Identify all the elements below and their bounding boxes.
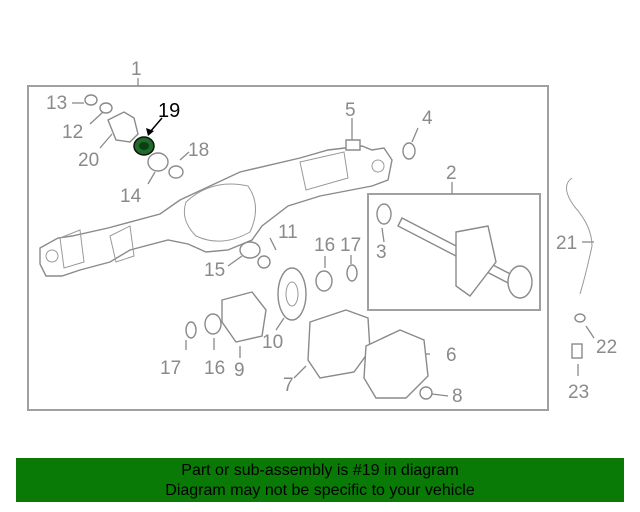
callout-11: 11: [278, 222, 298, 243]
callout-13: 13: [46, 93, 67, 114]
part-15-bearing: [239, 241, 261, 259]
part-17-shim-upper: [346, 264, 358, 282]
callout-19: 19: [158, 100, 180, 122]
callout-12: 12: [62, 122, 83, 143]
callout-17-upper: 17: [340, 235, 361, 256]
part-22-clip: [574, 313, 586, 323]
banner-line-1: Part or sub-assembly is #19 in diagram: [181, 462, 459, 479]
callout-3: 3: [376, 242, 387, 263]
callout-7: 7: [283, 375, 294, 396]
callout-10: 10: [262, 332, 283, 353]
part-3-seal: [376, 203, 392, 225]
part-13-nut: [84, 94, 98, 106]
callout-6: 6: [446, 345, 457, 366]
callout-9: 9: [234, 360, 245, 381]
part-5-vent-bolt: [345, 139, 361, 151]
callout-20: 20: [78, 150, 99, 171]
axle-housing: [39, 145, 393, 277]
axle-shaft-subframe: [367, 193, 541, 311]
callout-1: 1: [131, 59, 142, 80]
part-23-connector: [571, 343, 583, 359]
callout-21: 21: [556, 233, 577, 254]
part-8-drain-plug: [419, 386, 433, 400]
callout-8: 8: [452, 386, 463, 407]
banner-line-2: Diagram may not be specific to your vehi…: [165, 482, 475, 499]
callout-15: 15: [204, 260, 225, 281]
callout-23: 23: [568, 382, 589, 403]
part-info-banner: Part or sub-assembly is #19 in diagram D…: [16, 458, 624, 502]
callout-4: 4: [422, 108, 433, 129]
callout-22: 22: [596, 337, 617, 358]
callout-17-lower: 17: [160, 358, 181, 379]
part-18-spacer: [168, 165, 184, 179]
callout-18: 18: [188, 140, 209, 161]
callout-16-upper: 16: [314, 235, 335, 256]
axle-assembly-frame: [27, 85, 549, 411]
part-9-diff-case: [221, 291, 267, 343]
axle-shaft: [397, 217, 533, 299]
part-14-bearing: [147, 152, 169, 172]
part-10-ring-gear: [277, 267, 307, 321]
callout-2: 2: [446, 163, 457, 184]
part-7-gasket: [307, 309, 371, 379]
callout-14: 14: [120, 186, 142, 207]
part-4-oring: [402, 142, 416, 160]
callout-5: 5: [345, 100, 356, 121]
part-16-bearing-lower: [204, 313, 222, 335]
part-11-washer: [257, 255, 271, 269]
exploded-parts-diagram: 1 13 12 20 19 18 14 5 4 2 3: [27, 59, 617, 411]
part-6-diff-cover: [363, 329, 429, 399]
part-21-vent-hose: [566, 177, 593, 295]
part-20-flange: [107, 111, 139, 143]
part-17-shim-lower: [185, 321, 197, 339]
part-12-washer: [99, 102, 113, 114]
callout-16-lower: 16: [204, 358, 225, 379]
part-16-bearing-upper: [315, 270, 333, 292]
